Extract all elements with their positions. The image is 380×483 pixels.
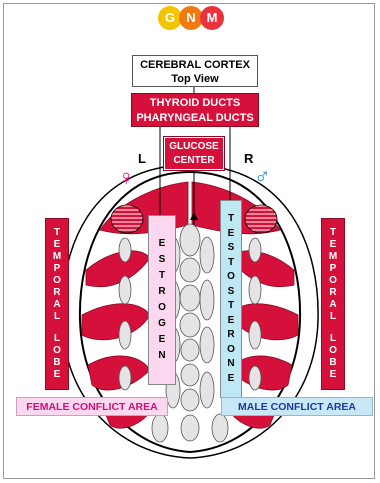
letter: T [228,212,234,227]
letter: R [53,287,60,299]
glucose-box: GLUCOSE CENTER [164,137,224,170]
letter: A [329,299,336,311]
right-side-label: R [244,151,253,166]
letter: T [330,227,336,239]
letter: L [330,311,336,323]
letter: E [228,372,235,387]
letter: P [330,263,337,275]
gnm-logo: G N M [158,6,224,32]
letter: G [158,316,166,332]
letter: E [54,239,61,251]
estrogen-bar: E S T R O G E N [148,215,176,385]
ducts-box: THYROID DUCTS PHARYNGEAL DUCTS [131,93,259,127]
letter: T [228,256,234,271]
right-temporal-lobe-bar: T E M P O R A L L O B E [321,218,345,390]
glucose-line1: GLUCOSE [165,140,223,154]
ducts-line1: THYROID DUCTS [132,96,258,111]
letter: O [158,300,166,316]
female-symbol-icon: ♀ [118,167,135,189]
ducts-line2: PHARYNGEAL DUCTS [132,111,258,126]
letter: E [159,332,166,348]
female-conflict-area: FEMALE CONFLICT AREA [16,397,168,416]
letter: E [330,369,337,381]
testosterone-bar: T E S T O S T E R O N E [220,200,242,398]
male-conflict-area: MALE CONFLICT AREA [221,397,373,416]
title-line2: Top View [133,72,257,86]
letter: R [227,328,234,343]
letter: N [227,357,234,372]
letter: T [159,268,165,284]
letter: R [158,284,165,300]
right-hatched-area [245,205,277,233]
letter: E [159,236,166,252]
letter: O [227,343,235,358]
letter: E [54,369,61,381]
letter: R [329,287,336,299]
letter: N [158,348,165,364]
letter: T [228,299,234,314]
letter: P [54,263,61,275]
letter: S [228,285,235,300]
letter: O [53,275,61,287]
letter: O [227,270,235,285]
letter: O [329,345,337,357]
left-temporal-lobe-bar: T E M P O R A L L O B E [45,218,69,390]
letter: S [228,241,235,256]
male-symbol-icon: ♂ [254,165,271,187]
title-box: CEREBRAL CORTEX Top View [132,55,258,87]
letter: L [54,311,60,323]
letter: E [228,227,235,242]
letter: M [329,251,337,263]
letter: B [329,357,336,369]
left-hatched-area [111,205,143,233]
letter: L [330,333,336,345]
title-line1: CEREBRAL CORTEX [133,58,257,72]
letter: E [330,239,337,251]
letter: O [53,345,61,357]
logo-letter-m: M [200,6,224,30]
letter: M [53,251,61,263]
letter: L [54,333,60,345]
letter: S [159,252,166,268]
letter: B [53,357,60,369]
letter: T [54,227,60,239]
left-side-label: L [138,151,146,166]
letter: E [228,314,235,329]
letter: O [329,275,337,287]
letter: A [53,299,60,311]
glucose-line2: CENTER [165,154,223,168]
